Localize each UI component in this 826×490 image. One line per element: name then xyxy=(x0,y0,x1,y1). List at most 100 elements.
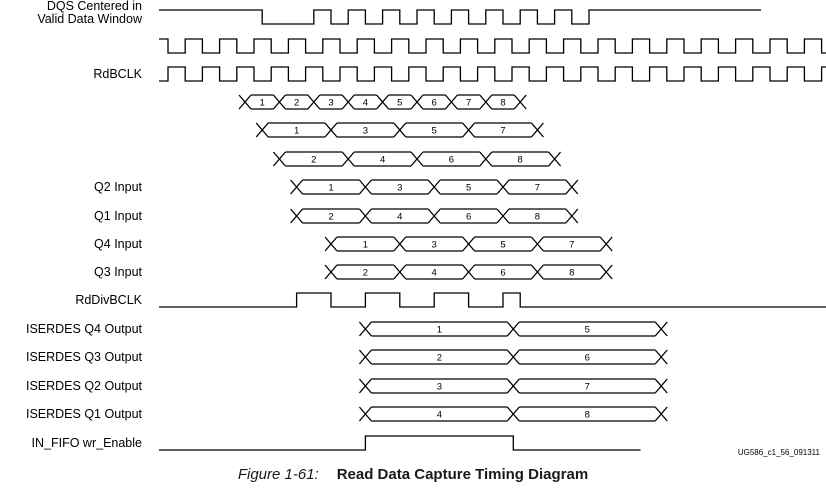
data-word-label: 6 xyxy=(432,98,437,109)
bus-cross xyxy=(376,94,390,110)
data-word-label: 3 xyxy=(328,98,333,109)
signal-row: Q1 Input 2 4 6 8 xyxy=(94,208,579,224)
bus-cross xyxy=(506,406,520,422)
signal-label: ISERDES Q4 Output xyxy=(26,322,143,336)
bus-cross xyxy=(255,122,269,138)
bus-cross xyxy=(496,208,510,224)
bus-cross xyxy=(427,208,441,224)
enable-waveform xyxy=(159,435,641,451)
bus-cross xyxy=(238,94,252,110)
bus-cross xyxy=(358,349,372,365)
data-word-label: 4 xyxy=(432,268,437,279)
data-word-label: 3 xyxy=(437,382,442,393)
data-word-label: 8 xyxy=(569,268,574,279)
signal-label: RdDivBCLK xyxy=(75,293,142,307)
bus-cross xyxy=(341,151,355,167)
data-word-label: 8 xyxy=(518,155,523,166)
data-word-label: 8 xyxy=(535,212,540,223)
data-word-label: 6 xyxy=(500,268,505,279)
data-word-label: 5 xyxy=(397,98,402,109)
data-word-label: 1 xyxy=(294,126,299,137)
signal-label: Q2 Input xyxy=(94,180,142,194)
data-word-label: 5 xyxy=(432,126,437,137)
bus-cross xyxy=(324,264,338,280)
data-word-label: 1 xyxy=(328,183,333,194)
bus-cross xyxy=(654,406,668,422)
bus-cross xyxy=(444,94,458,110)
data-word-label: 3 xyxy=(397,183,402,194)
signal-label: IN_FIFO wr_Enable xyxy=(32,436,143,450)
bus-cross xyxy=(427,179,441,195)
data-word-label: 6 xyxy=(585,353,590,364)
bus-cross xyxy=(324,236,338,252)
signal-row: 2 4 6 8 xyxy=(272,151,562,167)
clock-waveform xyxy=(159,66,826,82)
data-word-label: 6 xyxy=(449,155,454,166)
waveform xyxy=(159,9,761,25)
bus-cross xyxy=(565,208,579,224)
bus-cross xyxy=(599,264,613,280)
signal-label: Valid Data Window xyxy=(37,12,143,26)
data-word-label: 2 xyxy=(294,98,299,109)
document-id: UG586_c1_56_091311 xyxy=(738,448,821,457)
bus-cross xyxy=(290,208,304,224)
data-word-label: 7 xyxy=(569,240,574,251)
bus-cross xyxy=(479,151,493,167)
signal-label: Q1 Input xyxy=(94,209,142,223)
bus-cross xyxy=(393,264,407,280)
data-word-label: 2 xyxy=(437,353,442,364)
bus-cross xyxy=(654,378,668,394)
signal-label: DQS Centered in xyxy=(47,0,142,13)
figure-title: Read Data Capture Timing Diagram xyxy=(336,466,589,483)
data-word-label: 4 xyxy=(397,212,402,223)
bus-cross xyxy=(358,179,372,195)
figure-number: Figure 1-61: xyxy=(237,466,319,483)
data-word-label: 1 xyxy=(363,240,368,251)
signal-label: ISERDES Q2 Output xyxy=(26,379,143,393)
data-word-label: 4 xyxy=(380,155,385,166)
bus-cross xyxy=(272,94,286,110)
signal-label: Q4 Input xyxy=(94,237,142,251)
bus-cross xyxy=(506,378,520,394)
data-word-label: 5 xyxy=(500,240,505,251)
data-word-label: 2 xyxy=(311,155,316,166)
bus-cross xyxy=(272,151,286,167)
bus-cross xyxy=(358,321,372,337)
figure-caption: Figure 1-61: Read Data Capture Timing Dia… xyxy=(0,466,826,483)
data-word-label: 2 xyxy=(363,268,368,279)
data-word-label: 6 xyxy=(466,212,471,223)
data-word-label: 8 xyxy=(585,410,590,421)
signal-row: IN_FIFO wr_Enable xyxy=(32,435,641,451)
bus-cross xyxy=(307,94,321,110)
bus-cross xyxy=(599,236,613,252)
data-word-label: 1 xyxy=(437,325,442,336)
data-word-label: 4 xyxy=(437,410,442,421)
bus-cross xyxy=(341,94,355,110)
signal-label: RdBCLK xyxy=(93,67,142,81)
data-word-label: 2 xyxy=(328,212,333,223)
bus-cross xyxy=(358,378,372,394)
bus-cross xyxy=(479,94,493,110)
bus-cross xyxy=(506,321,520,337)
bus-cross xyxy=(290,179,304,195)
clock-waveform xyxy=(159,38,826,54)
bus-cross xyxy=(410,94,424,110)
bus-cross xyxy=(496,179,510,195)
signal-row: RdBCLK xyxy=(93,66,826,82)
bus-cross xyxy=(506,349,520,365)
data-word-label: 1 xyxy=(260,98,265,109)
signal-row xyxy=(159,38,826,54)
bus-cross xyxy=(393,122,407,138)
bus-cross xyxy=(462,122,476,138)
waveform xyxy=(159,292,826,308)
data-word-label: 3 xyxy=(363,126,368,137)
bus-cross xyxy=(548,151,562,167)
bus-cross xyxy=(654,349,668,365)
